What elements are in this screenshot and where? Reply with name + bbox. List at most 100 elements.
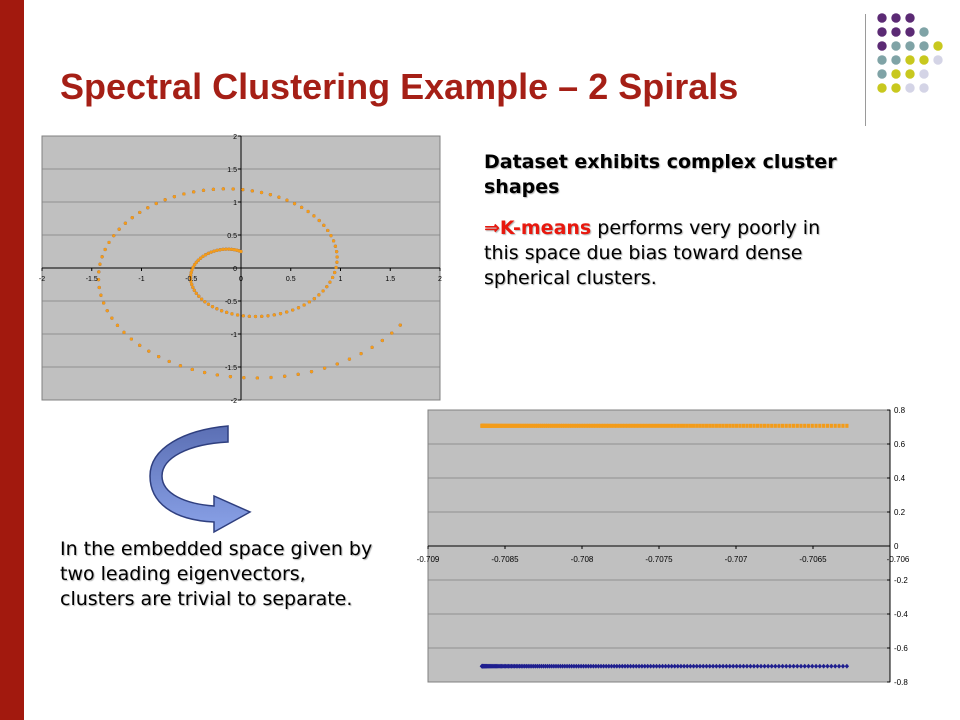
data-point — [752, 423, 756, 428]
data-point — [317, 293, 321, 297]
data-point — [299, 205, 304, 209]
data-point — [731, 423, 735, 428]
data-point — [738, 423, 742, 428]
x-tick-label: -0.7065 — [799, 555, 827, 564]
x-tick-label: -0.706 — [887, 555, 910, 564]
deco-dot — [905, 55, 915, 65]
data-point — [211, 187, 216, 191]
deco-dot — [891, 55, 901, 65]
deco-dot — [905, 13, 915, 23]
data-point — [191, 265, 195, 269]
data-point — [198, 256, 203, 260]
data-point — [701, 663, 706, 669]
data-point — [691, 663, 696, 669]
deco-dot — [891, 83, 901, 93]
data-point — [591, 423, 595, 428]
data-point — [117, 227, 121, 231]
y-tick-label: -1.5 — [225, 365, 237, 372]
implies-arrow-icon: ⇒ — [484, 217, 500, 239]
data-point — [190, 282, 194, 286]
y-tick-label: 0.8 — [894, 406, 906, 415]
data-point — [640, 423, 644, 428]
data-point — [122, 330, 126, 334]
data-point — [523, 423, 527, 428]
data-point — [306, 209, 310, 214]
x-tick-label: 0 — [239, 276, 243, 283]
data-point — [370, 345, 374, 349]
data-point — [581, 423, 586, 428]
x-tick-label: -0.7075 — [645, 555, 673, 564]
data-point — [100, 255, 104, 259]
deco-dot — [891, 41, 901, 51]
data-point — [172, 194, 176, 199]
y-tick-label: -0.6 — [894, 644, 908, 653]
data-point — [751, 663, 757, 669]
data-point — [560, 423, 565, 428]
data-point — [545, 423, 550, 428]
data-point — [266, 314, 270, 318]
data-point — [215, 307, 219, 311]
deco-dot — [877, 27, 887, 37]
data-point — [317, 218, 321, 223]
data-point — [676, 423, 680, 428]
data-point — [291, 308, 295, 312]
data-point — [206, 302, 211, 306]
data-point — [769, 663, 774, 669]
data-point — [278, 312, 283, 316]
data-point — [718, 423, 722, 428]
data-point — [197, 294, 201, 298]
data-point — [788, 423, 792, 428]
data-point — [296, 306, 301, 310]
data-point — [765, 663, 771, 669]
data-point — [554, 423, 558, 428]
deco-dot — [877, 13, 887, 23]
data-point — [770, 423, 774, 428]
curved-arrow-icon — [149, 425, 252, 534]
data-point — [741, 663, 746, 669]
data-point — [209, 250, 213, 254]
data-point — [688, 423, 692, 428]
data-point — [380, 338, 384, 343]
deco-dot — [877, 69, 887, 79]
data-point — [292, 202, 297, 206]
data-point — [617, 663, 622, 669]
data-point — [532, 423, 536, 428]
data-point — [250, 189, 254, 193]
x-tick-label: 1.5 — [385, 276, 395, 283]
data-point — [695, 423, 699, 428]
x-tick-label: -1 — [138, 276, 144, 283]
data-point — [325, 285, 329, 289]
data-point — [347, 357, 352, 361]
x-tick-label: 0.5 — [286, 276, 296, 283]
data-point — [651, 423, 656, 428]
data-point — [599, 423, 603, 428]
data-point — [646, 423, 650, 428]
data-point — [112, 234, 116, 238]
decorative-dot-grid — [877, 13, 943, 93]
data-point — [182, 192, 186, 196]
deco-dot — [919, 69, 929, 79]
data-point — [567, 423, 571, 428]
data-point — [307, 300, 311, 304]
deco-dot — [877, 55, 887, 65]
data-point — [146, 206, 150, 210]
x-tick-label: -0.707 — [725, 555, 748, 564]
data-point — [224, 247, 228, 251]
data-point — [329, 234, 333, 238]
data-point — [255, 376, 259, 380]
data-point — [711, 423, 715, 428]
data-point — [285, 310, 289, 314]
data-point — [189, 276, 193, 280]
data-point — [755, 423, 760, 428]
data-point — [606, 663, 612, 669]
data-point — [97, 270, 101, 274]
data-point — [201, 188, 206, 192]
data-point — [221, 187, 225, 191]
data-point — [157, 354, 161, 359]
data-point — [832, 663, 838, 669]
data-point — [845, 423, 849, 428]
data-point — [643, 423, 647, 428]
y-tick-label: 1.5 — [227, 167, 237, 174]
data-point — [228, 375, 233, 379]
